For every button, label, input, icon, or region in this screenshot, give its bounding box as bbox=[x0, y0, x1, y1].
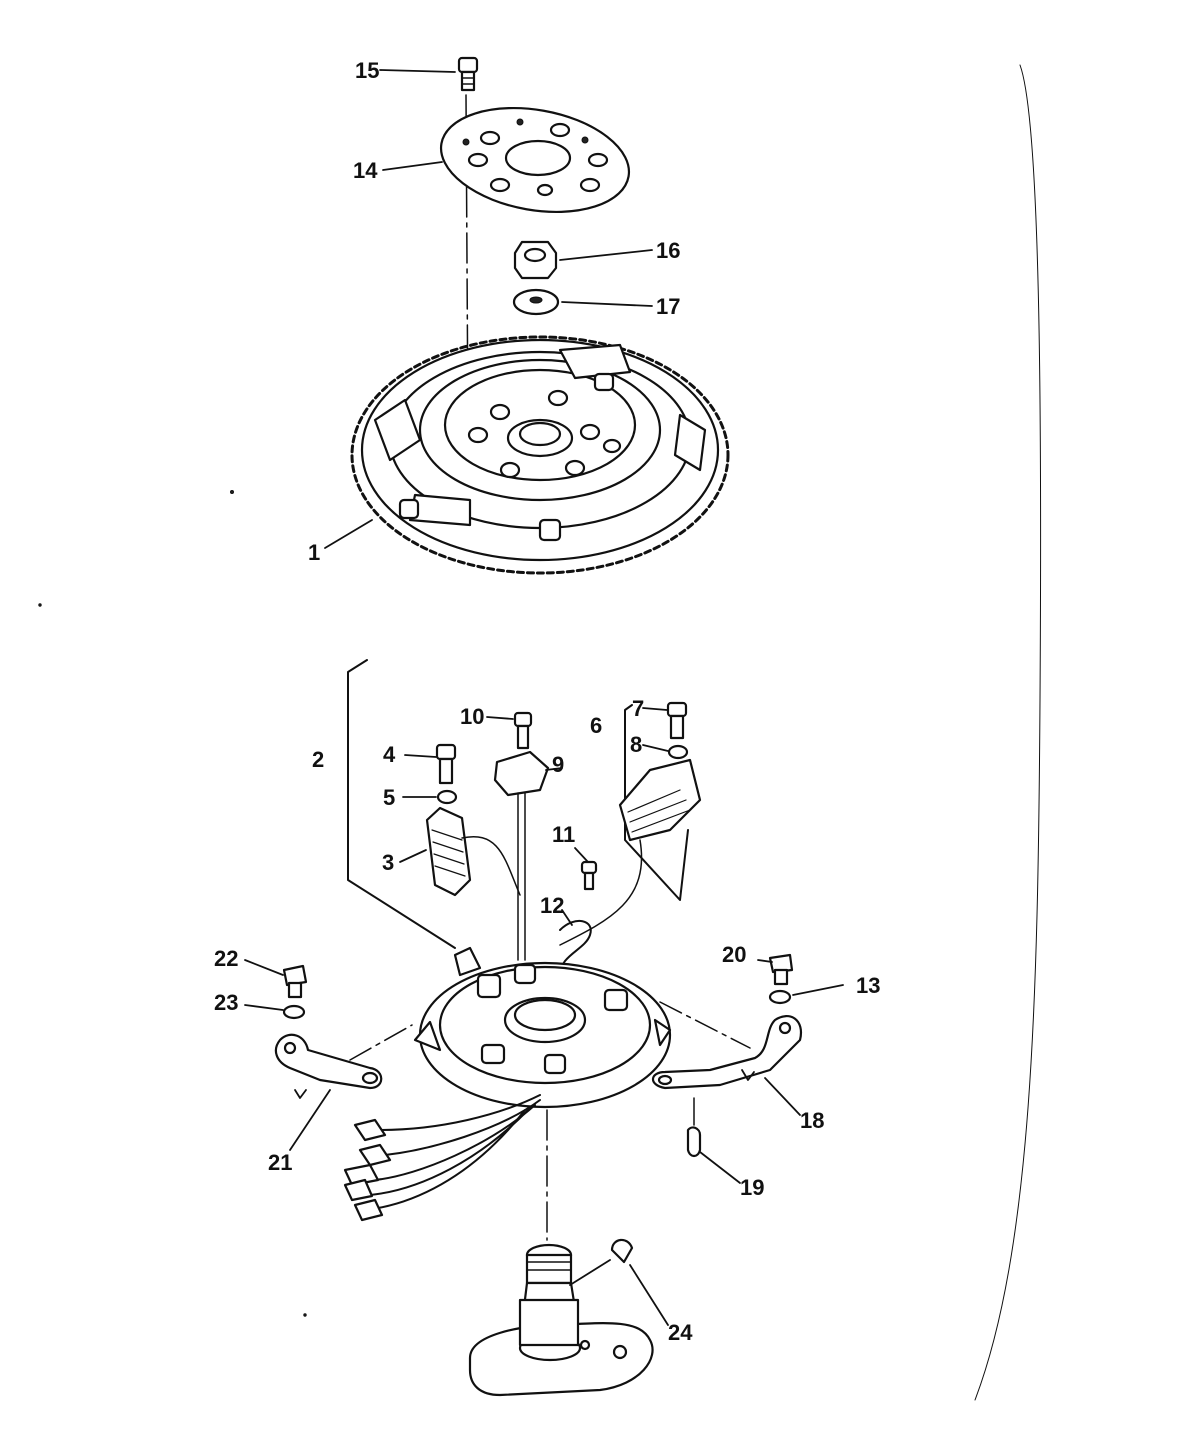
key-24 bbox=[610, 1238, 634, 1264]
callout-23: 23 bbox=[214, 990, 238, 1015]
callout-15: 15 bbox=[355, 58, 379, 83]
bracket-6 bbox=[624, 704, 689, 901]
bolt-22 bbox=[282, 964, 308, 999]
callout-8: 8 bbox=[630, 732, 642, 757]
flywheel-1 bbox=[350, 335, 730, 575]
callout-1: 1 bbox=[308, 540, 320, 565]
callout-12: 12 bbox=[540, 893, 564, 918]
coil-6 bbox=[559, 758, 702, 946]
shaft-base bbox=[468, 1243, 654, 1397]
screw-4 bbox=[435, 743, 457, 785]
callout-20: 20 bbox=[722, 942, 746, 967]
callout-2: 2 bbox=[312, 747, 324, 772]
callout-5: 5 bbox=[383, 785, 395, 810]
wire-clip-12 bbox=[559, 920, 592, 976]
callout-11: 11 bbox=[552, 822, 575, 847]
coil-3 bbox=[425, 806, 521, 897]
callout-4: 4 bbox=[383, 742, 396, 767]
callout-9: 9 bbox=[552, 752, 564, 777]
callout-3: 3 bbox=[382, 850, 394, 875]
bracket-2 bbox=[347, 659, 456, 949]
callout-17: 17 bbox=[656, 294, 680, 319]
bolt-20 bbox=[768, 953, 794, 986]
washer-17 bbox=[512, 288, 560, 316]
callout-13: 13 bbox=[856, 973, 880, 998]
washer-5 bbox=[436, 789, 458, 805]
washer-8 bbox=[667, 744, 689, 760]
clamp-21 bbox=[274, 1033, 383, 1099]
stator-plate bbox=[343, 946, 672, 1222]
screw-10 bbox=[513, 711, 533, 750]
nut-16 bbox=[513, 240, 558, 280]
callout-10: 10 bbox=[460, 704, 484, 729]
screw-11 bbox=[580, 860, 598, 891]
callout-14: 14 bbox=[353, 158, 378, 183]
callout-21: 21 bbox=[268, 1150, 292, 1175]
callout-22: 22 bbox=[214, 946, 238, 971]
leader-lines bbox=[244, 69, 844, 1326]
callout-24: 24 bbox=[668, 1320, 693, 1345]
washer-13 bbox=[768, 989, 792, 1005]
clamp-18 bbox=[651, 1015, 803, 1090]
scan-speck bbox=[230, 490, 234, 494]
screw-15 bbox=[457, 56, 479, 92]
screw-7 bbox=[666, 701, 688, 740]
trigger-9 bbox=[493, 750, 550, 961]
plate-14 bbox=[439, 106, 631, 214]
scan-speck bbox=[303, 1313, 307, 1317]
scan-speck bbox=[38, 603, 42, 607]
callout-19: 19 bbox=[740, 1175, 764, 1200]
washer-23 bbox=[282, 1004, 306, 1020]
callout-18: 18 bbox=[800, 1108, 824, 1133]
clip-19 bbox=[686, 1097, 702, 1158]
callout-16: 16 bbox=[656, 238, 680, 263]
callout-6: 6 bbox=[590, 713, 602, 738]
callout-7: 7 bbox=[632, 696, 644, 721]
alignment-line-21 bbox=[349, 1024, 413, 1061]
scan-edge-line bbox=[974, 64, 1042, 1401]
alignment-line-18 bbox=[659, 1001, 751, 1049]
